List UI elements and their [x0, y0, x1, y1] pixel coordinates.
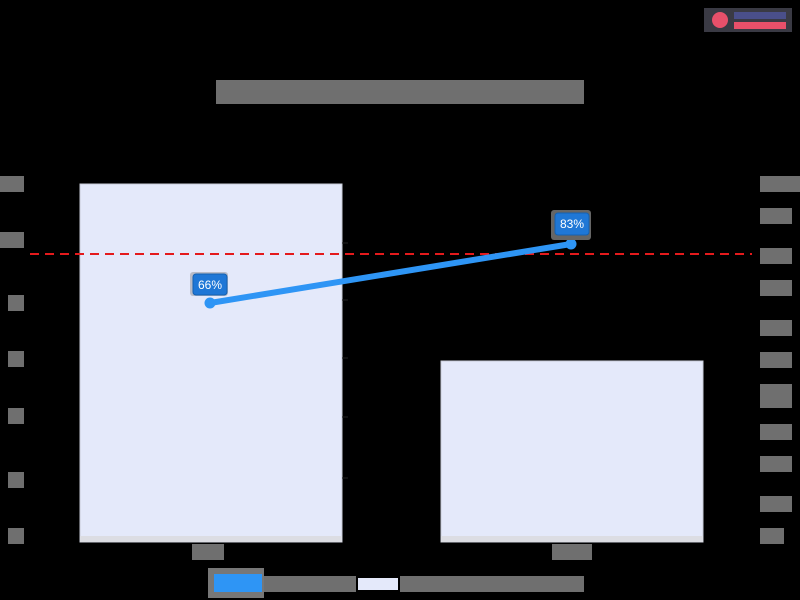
data-label-box-2	[554, 212, 590, 236]
right-axis-label	[760, 248, 792, 264]
legend-swatch-line[interactable]	[208, 568, 264, 598]
right-axis-label	[760, 320, 792, 336]
right-axis-label	[760, 384, 792, 408]
data-label-box-1	[192, 273, 228, 296]
left-axis-label	[8, 351, 24, 367]
right-axis-label	[760, 352, 792, 368]
logo-globe-icon	[712, 12, 728, 28]
legend-swatch-bar[interactable]	[357, 577, 399, 591]
data-label-2: 83%	[559, 217, 585, 231]
x-axis-label	[192, 544, 224, 560]
line-point-1	[204, 297, 216, 309]
left-axis-label	[0, 232, 24, 248]
legend-label-bar[interactable]	[400, 576, 584, 592]
legend-label-line[interactable]	[264, 576, 356, 592]
bar-category-2	[440, 360, 704, 543]
right-axis-label	[760, 176, 800, 192]
bar-category-1	[79, 183, 343, 543]
left-axis-label	[8, 528, 24, 544]
brand-logo	[704, 8, 792, 32]
chart-title	[216, 80, 584, 104]
logo-text-top	[734, 12, 786, 19]
right-axis-label	[760, 528, 784, 544]
right-axis-label	[760, 280, 792, 296]
line-point-2	[565, 238, 577, 250]
logo-text-bottom	[734, 22, 786, 29]
x-axis-label	[552, 544, 592, 560]
line-series	[207, 241, 574, 306]
left-axis-label	[8, 295, 24, 311]
left-axis-label	[8, 472, 24, 488]
left-axis-label	[0, 176, 24, 192]
right-axis-label	[760, 208, 792, 224]
data-label-1: 66%	[197, 278, 223, 292]
left-axis-label	[8, 408, 24, 424]
right-axis-label	[760, 456, 792, 472]
right-axis-label	[760, 496, 792, 512]
right-axis-label	[760, 424, 792, 440]
